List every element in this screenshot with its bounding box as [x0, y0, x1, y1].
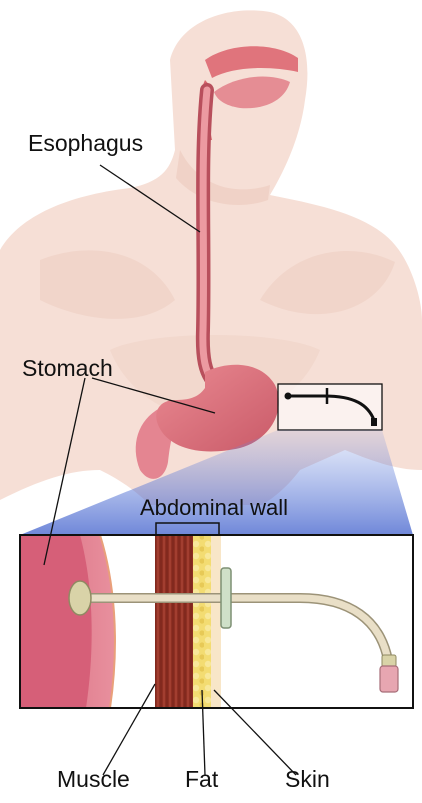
external-bolster — [221, 568, 231, 628]
fat-layer — [193, 535, 211, 708]
internal-bumper — [69, 581, 91, 615]
esophagus-label: Esophagus — [28, 130, 143, 156]
inset-connector — [371, 418, 377, 426]
stomach-wall-inner — [20, 535, 92, 708]
fat-label: Fat — [185, 766, 219, 792]
tube-connector — [380, 666, 398, 692]
skin-layer — [211, 535, 221, 708]
muscle-label: Muscle — [57, 766, 130, 792]
stomach-label: Stomach — [22, 355, 113, 381]
abdominal-wall-label: Abdominal wall — [140, 495, 288, 520]
tube-connector-top — [382, 655, 396, 667]
muscle-layer — [155, 535, 193, 708]
skin-label: Skin — [285, 766, 330, 792]
inset-bumper — [285, 393, 292, 400]
detail-panel — [20, 535, 413, 708]
